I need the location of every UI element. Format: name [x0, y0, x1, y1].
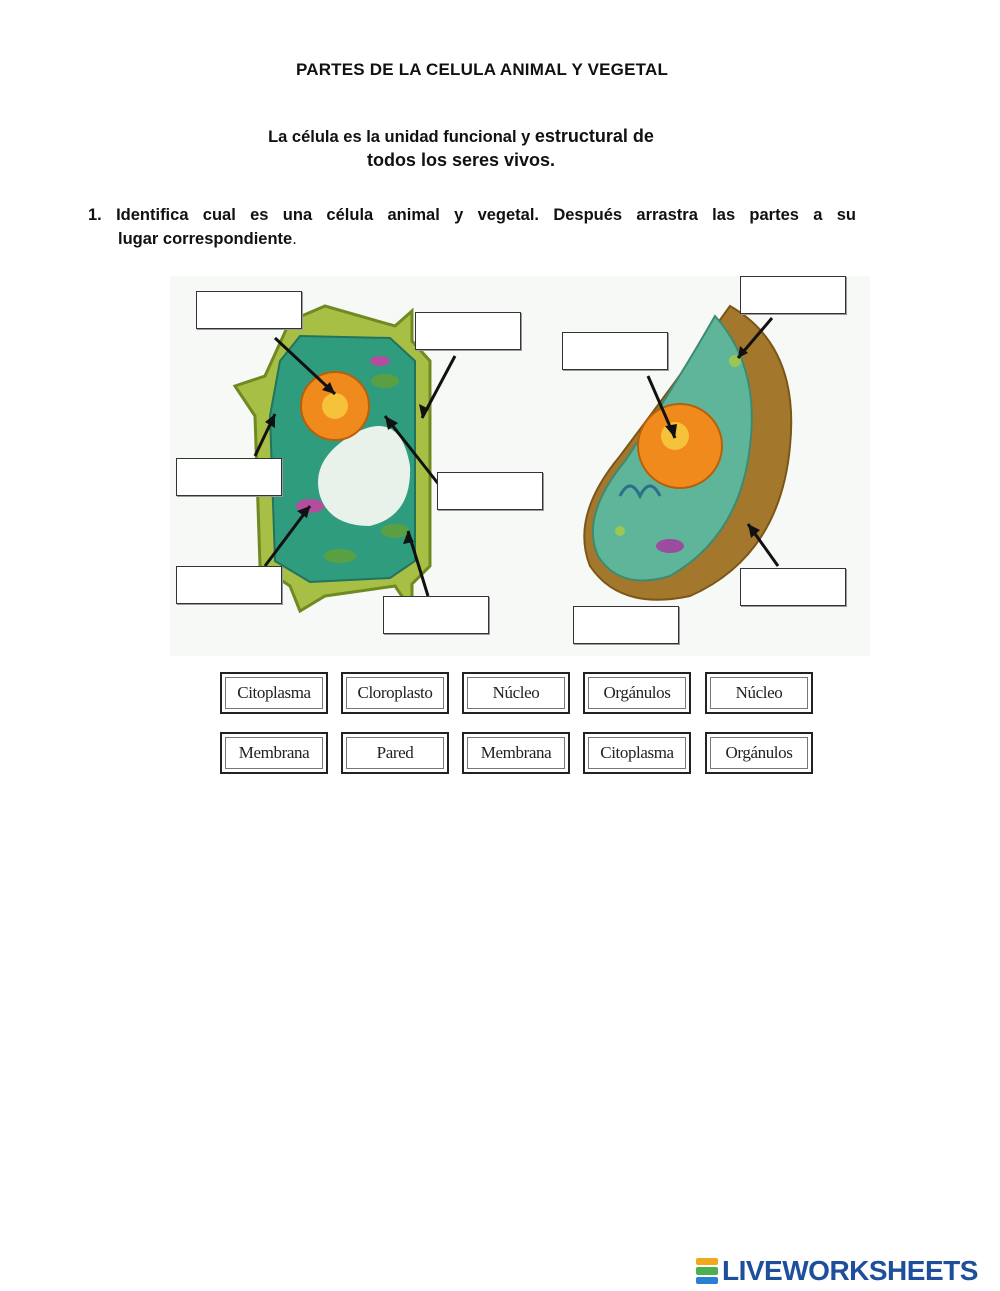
drop-target-animal-organelle[interactable]: [740, 276, 846, 314]
drag-tile[interactable]: Membrana: [220, 732, 328, 774]
drag-tile-label: Orgánulos: [710, 737, 808, 769]
drop-target-animal-membrane[interactable]: [740, 568, 846, 606]
drop-target-plant-membrane[interactable]: [176, 458, 282, 496]
arrowhead: [403, 531, 414, 544]
question-line2-text: lugar correspondiente: [118, 230, 293, 248]
drag-tile[interactable]: Citoplasma: [583, 732, 691, 774]
arrow-heads: [265, 346, 760, 544]
plant-organelle: [370, 356, 390, 366]
drag-tile-label: Membrana: [225, 737, 323, 769]
drop-target-plant-vacuole[interactable]: [437, 472, 543, 510]
logo-mark-block: [696, 1258, 718, 1266]
arrow-nucleus: [273, 336, 337, 396]
drag-tile-label: Núcleo: [710, 677, 808, 709]
plant-chloroplast: [371, 374, 399, 388]
cell-diagram: Citoplasma Cloroplasto Núcleo Orgánulos …: [150, 266, 870, 786]
intro-line1-b: estructural de: [534, 126, 654, 146]
drag-tile-label: Pared: [346, 737, 444, 769]
drag-tile-label: Núcleo: [467, 677, 565, 709]
question-line2-period: .: [292, 230, 297, 248]
question-line2: lugar correspondiente.: [118, 227, 297, 251]
logo-mark-icon: [696, 1258, 718, 1284]
drag-tile[interactable]: Pared: [341, 732, 449, 774]
plant-chloroplast: [381, 524, 409, 538]
plant-chloroplast: [324, 549, 356, 563]
drag-tile[interactable]: Orgánulos: [583, 672, 691, 714]
arrowhead: [665, 424, 677, 438]
drag-tile[interactable]: Citoplasma: [220, 672, 328, 714]
worksheet-title: PARTES DE LA CELULA ANIMAL Y VEGETAL: [295, 60, 669, 79]
drag-tile-label: Membrana: [467, 737, 565, 769]
animal-organelle: [615, 526, 625, 536]
drag-tile[interactable]: Membrana: [462, 732, 570, 774]
question-line1: 1. Identifica cual es una célula animal …: [88, 206, 856, 224]
drop-target-plant-organelle[interactable]: [176, 566, 282, 604]
drag-tile[interactable]: Núcleo: [705, 672, 813, 714]
drag-tile[interactable]: Orgánulos: [705, 732, 813, 774]
drag-tile-label: Citoplasma: [225, 677, 323, 709]
arrow-wall: [420, 355, 457, 419]
arrowhead: [385, 416, 398, 430]
logo-mark-block: [696, 1267, 718, 1275]
animal-cell: [583, 304, 793, 601]
drag-tile[interactable]: Cloroplasto: [341, 672, 449, 714]
arrowhead: [322, 382, 335, 394]
arrow-vacuole: [383, 415, 442, 487]
drop-target-plant-wall[interactable]: [415, 312, 521, 350]
arrowhead: [738, 346, 748, 358]
animal-reticulum: [618, 484, 662, 500]
intro-line1-a: La célula es la unidad funcional y: [268, 128, 535, 146]
animal-organelle: [656, 539, 684, 553]
liveworksheets-logo: LIVEWORKSHEETS: [696, 1254, 978, 1288]
drop-target-animal-cytoplasm[interactable]: [573, 606, 679, 644]
drop-target-plant-nucleus[interactable]: [196, 291, 302, 329]
logo-text: LIVEWORKSHEETS: [722, 1255, 978, 1286]
arrowhead: [297, 506, 310, 518]
drag-tile[interactable]: Núcleo: [462, 672, 570, 714]
logo-mark-block: [696, 1276, 718, 1284]
drag-tile-label: Orgánulos: [588, 677, 686, 709]
plant-nucleolus: [322, 393, 348, 419]
intro-text: La célula es la unidad funcional y estru…: [0, 126, 922, 171]
arrowhead: [748, 524, 760, 538]
arrow-organelle: [263, 505, 312, 567]
arrowhead: [265, 414, 275, 428]
arrowhead: [419, 404, 429, 418]
drop-target-animal-nucleus[interactable]: [562, 332, 668, 370]
intro-line2: todos los seres vivos.: [366, 150, 556, 170]
drop-target-plant-chloroplast[interactable]: [383, 596, 489, 634]
drag-tile-label: Cloroplasto: [346, 677, 444, 709]
drag-tile-label: Citoplasma: [588, 737, 686, 769]
plant-vacuole: [318, 426, 411, 526]
